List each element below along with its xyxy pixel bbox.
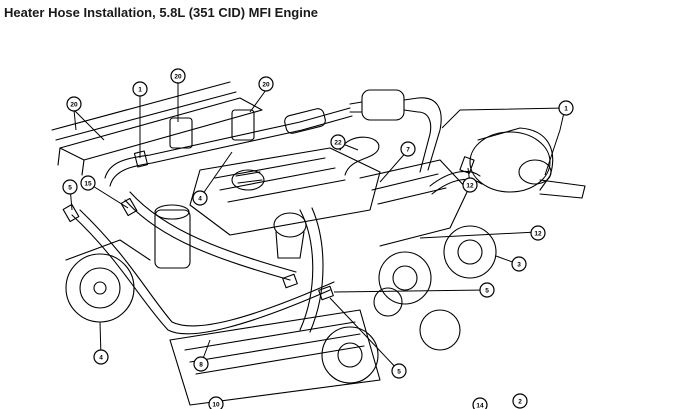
callout-2: 2 <box>512 393 528 409</box>
callout-7: 7 <box>400 141 416 157</box>
callout-4-top: 4 <box>192 190 208 206</box>
callout-8: 8 <box>193 356 209 372</box>
callout-14: 14 <box>472 397 488 409</box>
callout-5-right: 5 <box>479 282 495 298</box>
callout-4-bottom: 4 <box>93 349 109 365</box>
svg-text:3: 3 <box>517 262 521 269</box>
svg-text:5: 5 <box>485 288 489 295</box>
callout-5-left: 5 <box>62 179 78 195</box>
callout-20-c: 20 <box>258 76 274 92</box>
callout-20-a: 20 <box>170 68 186 84</box>
svg-text:20: 20 <box>262 82 270 89</box>
callout-10: 10 <box>208 396 224 409</box>
callout-1-top: 1 <box>132 81 148 97</box>
svg-text:20: 20 <box>174 74 182 81</box>
svg-text:5: 5 <box>68 185 72 192</box>
callout-3: 3 <box>511 256 527 272</box>
callout-1-right: 1 <box>558 100 574 116</box>
svg-text:10: 10 <box>212 402 220 409</box>
svg-text:7: 7 <box>406 147 410 154</box>
svg-text:1: 1 <box>564 106 568 113</box>
svg-text:15: 15 <box>84 181 92 188</box>
svg-text:20: 20 <box>70 102 78 109</box>
page-title: Heater Hose Installation, 5.8L (351 CID)… <box>4 5 318 20</box>
callout-12-a: 12 <box>462 177 478 193</box>
svg-text:4: 4 <box>198 196 202 203</box>
svg-text:1: 1 <box>138 87 142 94</box>
svg-text:4: 4 <box>99 355 103 362</box>
callout-12-b: 12 <box>530 225 546 241</box>
svg-text:5: 5 <box>397 369 401 376</box>
engine-drawing <box>51 81 586 406</box>
svg-text:2: 2 <box>518 399 522 406</box>
callout-5-bottom: 5 <box>391 363 407 379</box>
svg-text:14: 14 <box>476 403 484 409</box>
callout-20-b: 20 <box>66 96 82 112</box>
callouts: 1 20 20 20 1 22 7 4 5 15 12 12 3 5 4 8 5… <box>62 68 574 409</box>
callout-22: 22 <box>330 134 346 150</box>
svg-text:12: 12 <box>534 231 542 238</box>
callout-15: 15 <box>80 175 96 191</box>
svg-text:8: 8 <box>199 362 203 369</box>
svg-text:22: 22 <box>334 140 342 147</box>
svg-text:12: 12 <box>466 183 474 190</box>
